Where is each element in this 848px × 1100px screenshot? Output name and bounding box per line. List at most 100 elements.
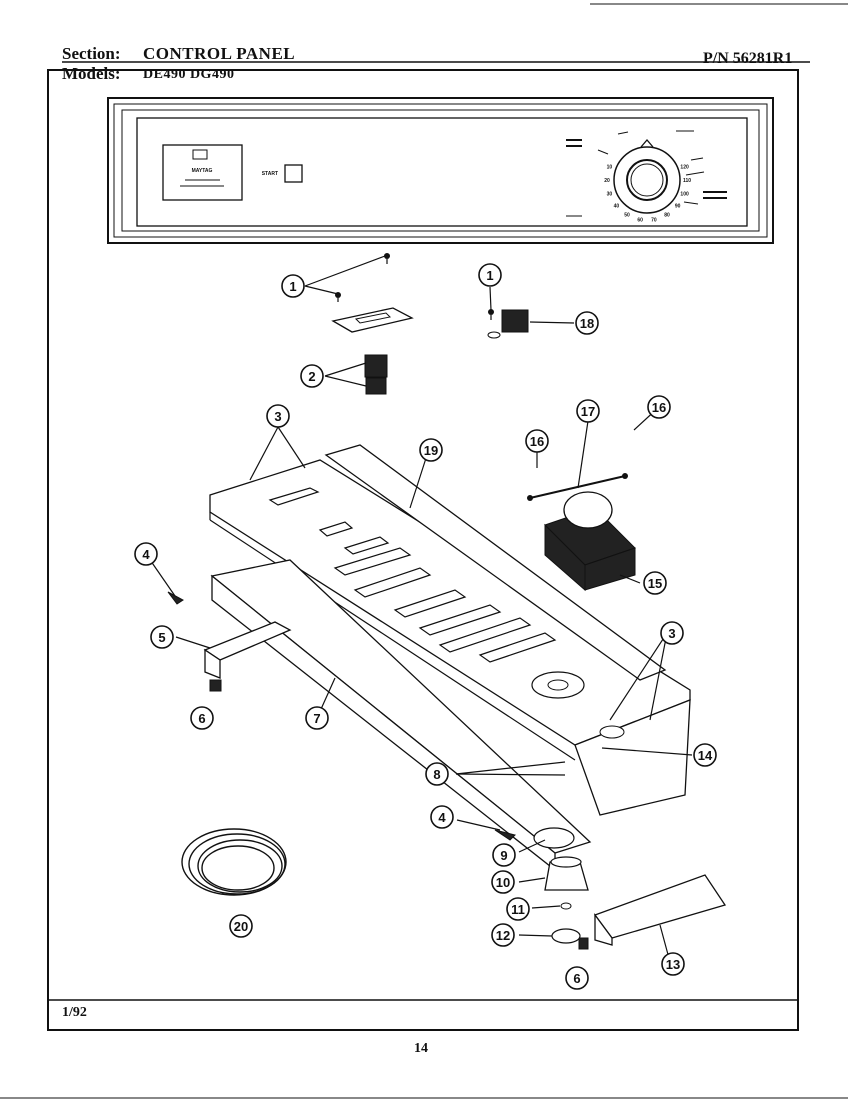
callout-16b-label: 16 [652,400,666,415]
part-10-12-knob [533,827,589,944]
callout-16b-circle [647,395,671,419]
callout-14-circle [693,743,717,767]
callout-10-circle [491,870,515,894]
callout-17-label: 17 [581,404,595,419]
callout-1a: 1 [281,274,305,298]
callout-16b: 16 [647,395,671,419]
callout-18-label: 18 [580,316,594,331]
callout-19: 19 [419,438,443,462]
callout-5: 5 [150,625,174,649]
callout-4a-circle [134,542,158,566]
callout-20: 20 [229,914,253,938]
start-label: START [262,171,278,177]
callout-10-label: 10 [496,875,510,890]
part-1-screws [335,253,494,320]
part-17-wire [527,473,628,501]
callout-9: 9 [492,843,516,867]
callout-6a-label: 6 [198,711,205,726]
part-6-clips [209,679,589,950]
callout-15-circle [643,571,667,595]
part-5-bracket [203,621,292,679]
callout-14-label: 14 [698,748,713,763]
dial-number: 70 [651,217,657,223]
callout-4a: 4 [134,542,158,566]
callout-11-label: 11 [511,902,525,917]
callout-4a-label: 4 [142,547,150,562]
models-label: Models: [62,64,121,83]
start-button [284,164,303,183]
callout-6a: 6 [190,706,214,730]
section-label: Section: [62,44,121,63]
dial-number: 60 [637,217,643,223]
part-13-end-cap [593,874,727,946]
callout-3a: 3 [266,404,290,428]
callout-6b-circle [565,966,589,990]
callout-9-label: 9 [500,848,507,863]
callout-7-label: 7 [313,711,320,726]
part-15-timer [544,491,636,592]
callout-18: 18 [575,311,599,335]
callout-8: 8 [425,762,449,786]
dial-number: 120 [680,164,689,170]
callout-7-circle [305,706,329,730]
callout-3a-circle [266,404,290,428]
dial-number: 50 [624,213,630,219]
part-2-switch [331,307,414,395]
callout-5-circle [150,625,174,649]
callout-13: 13 [661,952,685,976]
dial-number: 80 [664,213,670,219]
page-frame [0,3,848,1099]
dial-number: 100 [680,192,689,198]
callout-17: 17 [576,399,600,423]
callout-2-label: 2 [308,369,315,384]
callout-5-label: 5 [158,630,165,645]
callout-6b: 6 [565,966,589,990]
dial-number: 30 [607,192,613,198]
callout-13-circle [661,952,685,976]
callout-8-label: 8 [433,767,440,782]
callout-15-label: 15 [648,576,662,591]
brand-name: MAYTAG [192,168,213,174]
callout-11: 11 [506,897,530,921]
callout-17-circle [576,399,600,423]
dial-number: 110 [683,178,691,184]
dial-number: 20 [604,178,610,184]
callout-19-label: 19 [424,443,438,458]
callout-6a-circle [190,706,214,730]
page-number: 14 [414,1041,428,1056]
callout-14: 14 [693,743,717,767]
revision-date: 1/92 [62,1005,87,1020]
callout-11-circle [506,897,530,921]
callout-3b: 3 [660,621,684,645]
callout-12-circle [491,923,515,947]
section-title: CONTROL PANEL [143,44,296,63]
callout-3a-label: 3 [274,409,281,424]
callout-10: 10 [491,870,515,894]
brand-badge: MAYTAG [162,144,243,201]
dial-number: 90 [675,204,681,210]
part-20-harness [181,828,287,896]
callout-3b-circle [660,621,684,645]
callout-6b-label: 6 [573,971,580,986]
dial-number: 10 [607,164,613,170]
callout-2-circle [300,364,324,388]
callout-7: 7 [305,706,329,730]
callout-20-circle [229,914,253,938]
callout-12-label: 12 [496,928,510,943]
callout-1b: 1 [478,263,502,287]
callout-1a-label: 1 [289,279,296,294]
callout-9-circle [492,843,516,867]
callout-1b-circle [478,263,502,287]
callout-16a-circle [525,429,549,453]
callout-16a: 16 [525,429,549,453]
callout-1a-circle [281,274,305,298]
callout-2: 2 [300,364,324,388]
callout-4b: 4 [430,805,454,829]
part-4-fasteners [167,591,516,841]
part-7-rail [210,559,592,872]
callout-1b-label: 1 [486,268,493,283]
callout-15: 15 [643,571,667,595]
